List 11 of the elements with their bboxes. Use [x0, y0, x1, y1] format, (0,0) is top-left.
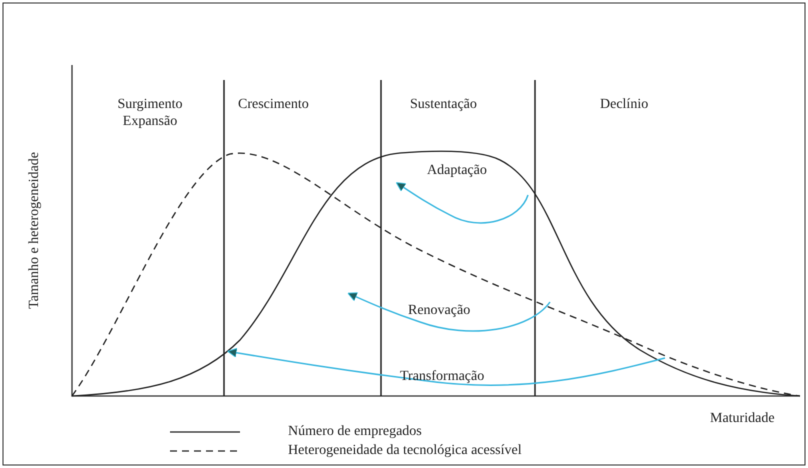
phase-label: Declínio [600, 96, 648, 113]
arrow-label: Transformação [400, 368, 484, 385]
arrow-label: Renovação [408, 302, 470, 319]
axis-label: Maturidade [710, 410, 775, 427]
phase-label: Crescimento [238, 96, 309, 113]
phase-label: Sustentação [410, 96, 477, 113]
axis-label: Tamanho e heterogeneidade [25, 152, 42, 308]
legend-label: Heterogeneidade da tecnológica acessível [288, 442, 522, 459]
phase-label: Surgimento Expansão [116, 96, 184, 130]
legend-label: Número de empregados [288, 423, 422, 440]
arrow-label: Adaptação [427, 162, 487, 179]
